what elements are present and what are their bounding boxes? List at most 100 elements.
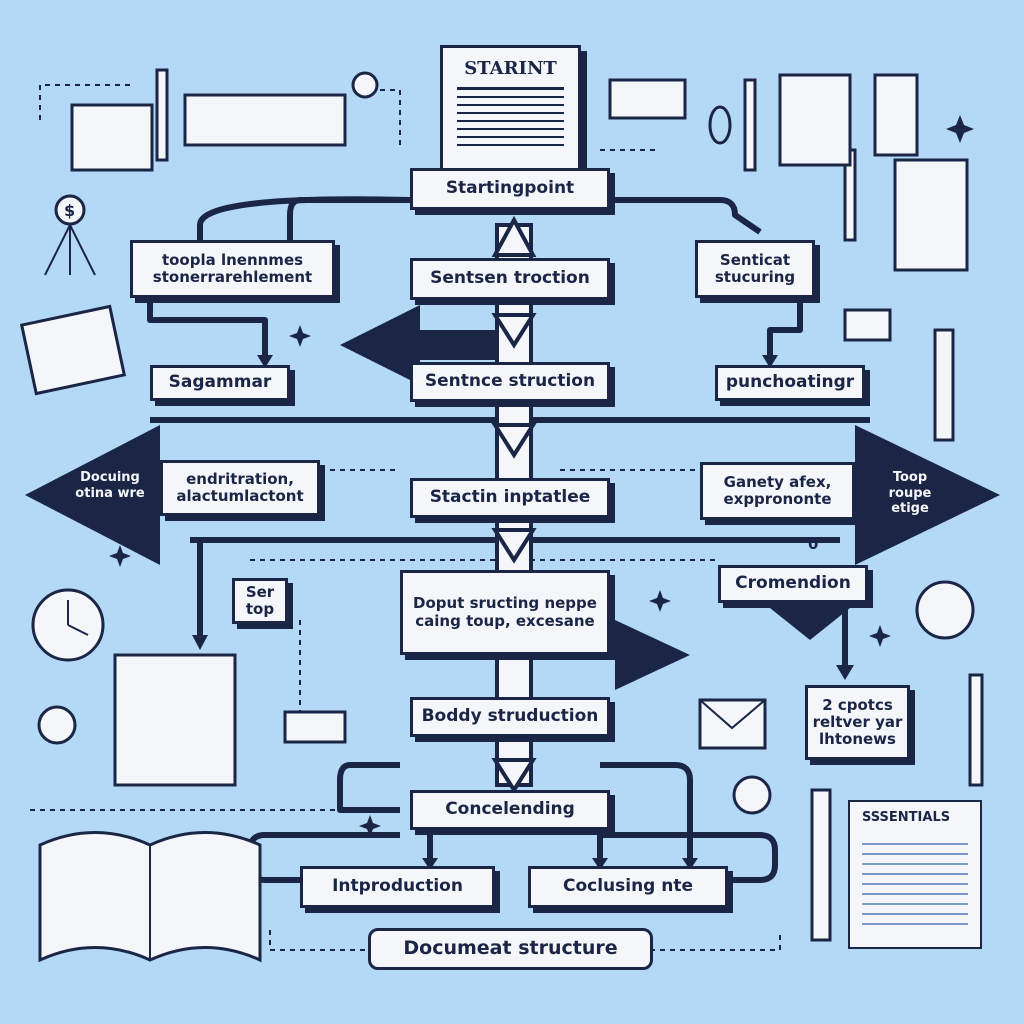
zero-mark: 0: [808, 535, 819, 553]
spine-arrow-4: [491, 758, 537, 794]
lightbulb-icon: [351, 71, 379, 99]
center-node-2-label: Sentnce struction: [424, 371, 596, 392]
connector-right-to-punct: [767, 300, 803, 360]
pen-icon: [968, 673, 984, 787]
note-icon: [778, 73, 852, 167]
introduction-node: Intproduction: [300, 866, 495, 908]
essentials-title: SSSENTIALS: [862, 810, 951, 825]
gear-icon: [915, 580, 975, 640]
sparkle: [869, 625, 891, 647]
body-structure-node: Boddy struduction: [410, 697, 610, 737]
arrowhead: [836, 665, 854, 680]
right-arrow-label: Toop roupe etige: [888, 470, 932, 517]
note-icon: [873, 73, 919, 157]
arrowhead: [682, 858, 698, 870]
dash-top-left: [39, 84, 130, 120]
punctuation-label: punchoatingr: [725, 372, 855, 393]
clock-hands: [67, 600, 89, 636]
cromendion-label: Cromendion: [735, 573, 851, 594]
sparkle: [289, 325, 311, 347]
flag-card-icon: [843, 308, 892, 342]
pen-icon: [810, 788, 832, 942]
pencil-icon: [743, 78, 757, 172]
sagammar-label: Sagammar: [168, 372, 272, 393]
notebook-icon: [19, 304, 127, 396]
concluding-label: Concelending: [445, 799, 575, 820]
right-mid-node: Ganety afex, expprononte: [700, 462, 855, 520]
small-down-triangle: [760, 600, 860, 640]
tripod-icon: [44, 224, 96, 276]
spine-arrow-1: [491, 313, 537, 349]
small-card-icon: [283, 710, 347, 744]
clipboard-icon: [113, 653, 237, 787]
arrowhead: [192, 635, 208, 650]
ser-top-label: Ser top: [245, 582, 275, 618]
spine-up-arrow: [491, 215, 537, 257]
sparkle: [359, 815, 381, 837]
right-top-label: Senticat stucuring: [714, 250, 796, 286]
concluding-node: Concelending: [410, 790, 610, 830]
right-mid-label: Ganety afex, expprononte: [723, 472, 832, 508]
starting-point-node: Startingpoint: [410, 168, 610, 210]
starting-point-label: Startingpoint: [445, 178, 575, 199]
loop-left: [337, 762, 400, 813]
document-structure-label: Documeat structure: [403, 937, 618, 960]
document-lines: [457, 87, 564, 150]
center-node-3-label: Stactin inptatlee: [429, 487, 591, 508]
center-node-2: Sentnce struction: [410, 362, 610, 402]
pencil-icon: [155, 68, 169, 162]
concluding-note-node: Coclusing nte: [528, 866, 728, 908]
center-node-1-label: Sentsen troction: [430, 268, 590, 289]
center-node-1: Sentsen troction: [410, 258, 610, 300]
arrowhead: [422, 858, 438, 870]
document-title: STARINT: [464, 58, 557, 79]
loop-right: [600, 762, 693, 860]
sagammar-node: Sagammar: [150, 365, 290, 401]
document-structure-node: Documeat structure: [368, 928, 653, 970]
ser-top-node: Ser top: [232, 578, 288, 624]
drops-lower: [427, 835, 603, 860]
punctuation-node: punchoatingr: [715, 365, 865, 401]
dollar-glyph: $: [64, 201, 75, 220]
envelope-flap: [699, 699, 766, 730]
big-right-arrow: [855, 425, 1000, 565]
cromendion-node: Cromendion: [718, 565, 868, 603]
introduction-label: Intproduction: [332, 876, 463, 897]
keyboard-icon: [183, 93, 347, 147]
left-mid-node: endritration, alactumlactont: [160, 460, 320, 516]
sparkle: [946, 115, 974, 143]
copyright-badge-icon: [732, 775, 772, 815]
body-structure-label: Boddy struduction: [421, 706, 599, 727]
spine-arrow-3: [491, 528, 537, 564]
starting-document-icon: STARINT: [440, 45, 581, 176]
writing-sheet-icon: [893, 158, 969, 272]
essentials-lines: [862, 835, 968, 930]
arrowhead: [257, 355, 273, 368]
left-top-label: toopla lnennmes stonerrarehlement: [152, 250, 313, 286]
center-node-3: Stactin inptatlee: [410, 478, 610, 518]
concluding-note-label: Coclusing nte: [562, 876, 694, 897]
big-left-arrow: [25, 425, 160, 565]
arrowhead: [762, 355, 778, 368]
pen-icon: [933, 328, 955, 442]
spine-arrow-2: [491, 423, 537, 459]
sparkle: [109, 545, 131, 567]
folder-icon: [70, 103, 154, 172]
settings-badge-icon: [37, 705, 77, 745]
big-left-arrow-upper: [340, 305, 497, 385]
connector-start-to-left: [197, 196, 411, 245]
center-node-4: Doput sructing neppe caing toup, excesan…: [400, 570, 610, 655]
left-mid-label: endritration, alactumlactont: [176, 469, 304, 505]
speech-bubble-icon: [608, 78, 687, 120]
sparkle: [649, 590, 671, 612]
arrowhead: [592, 858, 608, 870]
left-arrow-label: Docuing otina wre: [75, 470, 145, 501]
paperclip-icon: [708, 105, 732, 145]
topics-note-node: 2 cpotcs reltver yar lhtonews: [805, 685, 910, 760]
left-top-node: toopla lnennmes stonerrarehlement: [130, 240, 335, 298]
small-right-arrow: [615, 620, 690, 690]
right-top-node: Senticat stucuring: [695, 240, 815, 298]
topics-note-label: 2 cpotcs reltver yar lhtonews: [812, 695, 903, 749]
